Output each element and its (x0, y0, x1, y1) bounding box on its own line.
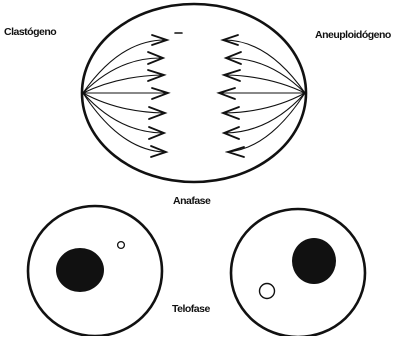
telophase-cell-left (28, 206, 162, 336)
label-telophase: Telofase (172, 303, 210, 315)
main-nucleus-left (56, 248, 104, 292)
chromatid-group-left (148, 35, 168, 157)
spindle-fibers (83, 40, 305, 152)
micronucleus-left (118, 242, 125, 249)
label-anaphase: Anafase (173, 195, 210, 207)
spindle-fiber (83, 40, 165, 93)
telophase-cell-right (231, 209, 365, 336)
chromatid-group-right (219, 35, 244, 157)
spindle-fiber (224, 40, 305, 93)
micronucleus-right (260, 284, 275, 299)
chromatid-lagging (228, 147, 244, 157)
label-aneuploidogen: Aneuploidógeno (315, 29, 391, 41)
spindle-fiber (226, 93, 305, 152)
main-nucleus-right (292, 238, 336, 284)
spindle-fiber (83, 93, 164, 152)
label-clastogen: Clastógeno (4, 26, 56, 38)
anaphase-cell (82, 4, 306, 182)
